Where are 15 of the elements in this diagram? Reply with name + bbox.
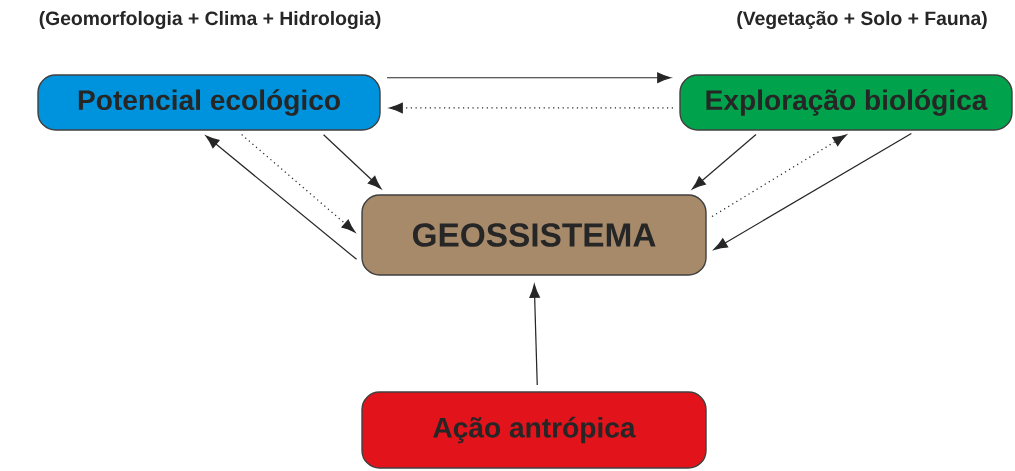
- arrow: [711, 134, 847, 218]
- node-heading: (Vegetação + Solo + Fauna): [737, 10, 987, 30]
- arrow: [389, 102, 674, 114]
- arrow: [241, 133, 356, 233]
- arrow: [713, 132, 912, 250]
- process-box: Potencial ecológico: [37, 74, 381, 131]
- arrow: [322, 134, 382, 189]
- node-heading: (Geomorfologia + Clima + Hidrologia): [39, 10, 381, 30]
- process-box: Ação antrópica: [361, 391, 707, 469]
- process-box: GEOSSISTEMA: [361, 194, 707, 276]
- process-box: Exploração biológica: [679, 74, 1013, 131]
- arrow: [205, 135, 358, 260]
- arrow: [692, 133, 757, 190]
- arrow: [386, 72, 671, 83]
- arrow: [529, 284, 540, 386]
